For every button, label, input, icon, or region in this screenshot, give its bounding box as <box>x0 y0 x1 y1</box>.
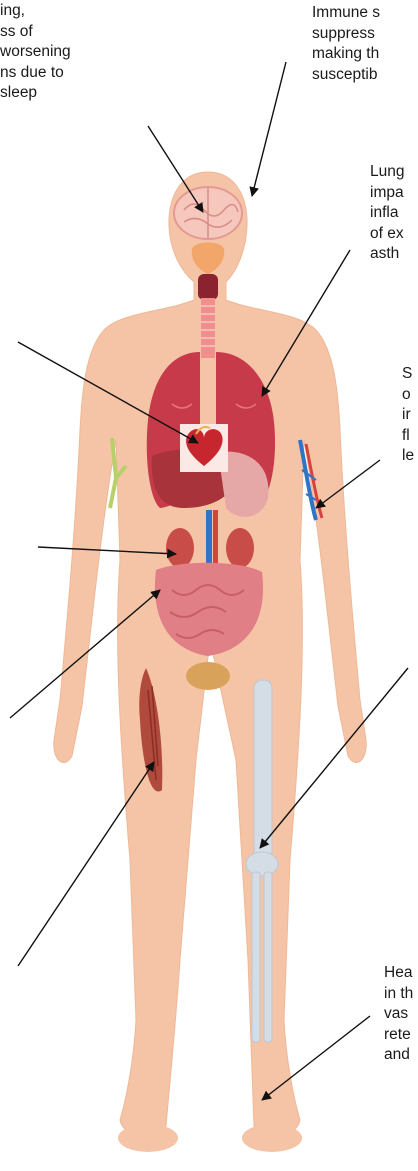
text-line: rete <box>384 1025 413 1046</box>
text-line: worsening <box>0 42 71 63</box>
brain-illustration <box>174 187 242 239</box>
text-line: fl <box>402 426 414 447</box>
text-line: vas <box>384 1004 413 1025</box>
arm-effects-text: S o ir fl le <box>402 364 414 467</box>
text-line: ns due to <box>0 63 71 84</box>
arrow-immune <box>252 62 286 196</box>
text-line: ing, <box>0 1 71 22</box>
text-line: o <box>402 385 414 406</box>
text-line: making th <box>312 44 380 65</box>
text-line: Immune s <box>312 3 380 24</box>
text-line: ir <box>402 405 414 426</box>
text-line: infla <box>370 203 404 224</box>
text-line: S <box>402 364 414 385</box>
text-line: and <box>384 1045 413 1066</box>
text-line: le <box>402 446 414 467</box>
text-line: Lung <box>370 162 404 183</box>
heart-illustration <box>180 424 228 472</box>
lungs-effects-text: Lung impa infla of ex asth <box>370 162 404 265</box>
text-line: of ex <box>370 224 404 245</box>
text-line: suppress <box>312 24 380 45</box>
text-line: susceptib <box>312 65 380 86</box>
brain-effects-text: ing, ss of worsening ns due to sleep <box>0 1 71 104</box>
leg-effects-text: Hea in th vas rete and <box>384 963 413 1066</box>
text-line: sleep <box>0 83 71 104</box>
text-line: ss of <box>0 22 71 43</box>
immune-effects-text: Immune s suppress making th susceptib <box>312 3 380 85</box>
text-line: Hea <box>384 963 413 984</box>
text-line: impa <box>370 183 404 204</box>
text-line: asth <box>370 244 404 265</box>
text-line: in th <box>384 984 413 1005</box>
